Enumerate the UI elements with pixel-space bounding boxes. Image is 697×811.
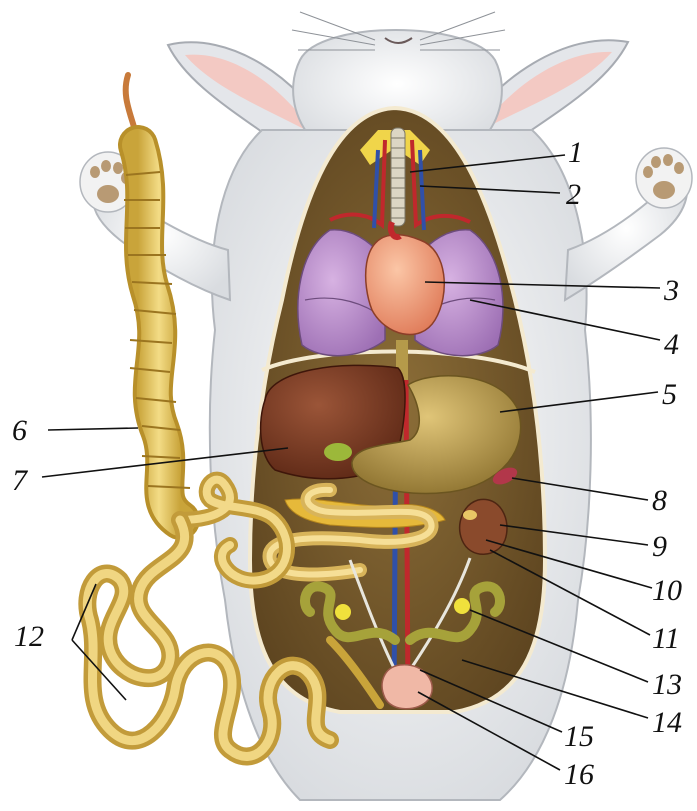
label-10: 10 [652,574,682,607]
label-12: 12 [14,620,44,653]
label-6: 6 [12,414,27,447]
label-7: 7 [12,464,29,497]
label-13: 13 [652,668,682,701]
label-4: 4 [664,328,679,361]
label-1: 1 [568,136,583,169]
label-8: 8 [652,484,667,517]
trachea [391,128,405,226]
label-16: 16 [564,758,594,791]
label-14: 14 [652,706,682,739]
label-11: 11 [652,622,680,655]
label-2: 2 [566,178,581,211]
gall-bladder [324,443,352,461]
label-5: 5 [662,378,677,411]
label-9: 9 [652,530,667,563]
right-ovary [454,598,470,614]
left-ovary [335,604,351,620]
right-paw [636,148,692,208]
leader-6 [48,428,138,430]
kidney [460,499,507,554]
label-15: 15 [564,720,594,753]
adrenal-gland [463,510,477,520]
label-3: 3 [663,274,679,307]
